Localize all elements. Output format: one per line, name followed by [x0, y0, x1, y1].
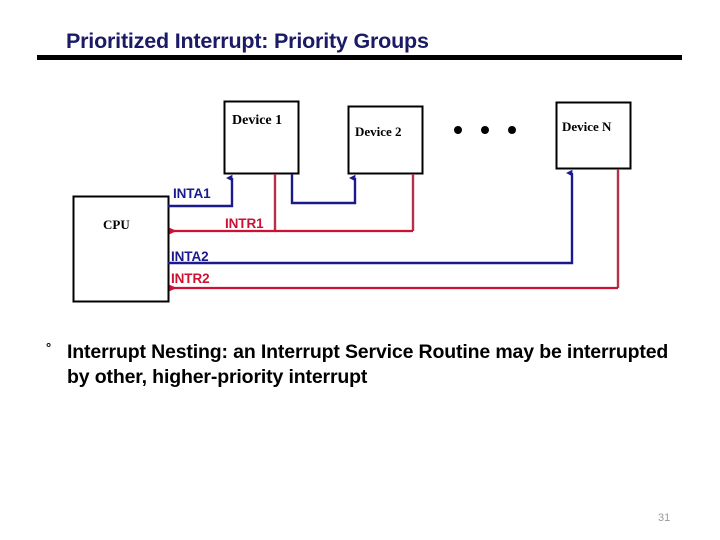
signal-label-intr1: INTR1 [225, 216, 264, 231]
wire-inta1-device1-to-device2 [290, 174, 357, 205]
box-cpu [72, 195, 170, 303]
page-number: 31 [658, 512, 671, 524]
bullet-item-text: Interrupt Nesting: an Interrupt Service … [67, 341, 669, 388]
wire-inta2-cpu-to-devicen [168, 169, 574, 265]
wire-inta1-cpu-to-device1 [168, 174, 234, 208]
ellipsis-dots [454, 126, 516, 134]
box-device-n [555, 101, 632, 170]
signal-label-intr2: INTR2 [171, 271, 210, 286]
bullet-marker-icon: ° [46, 340, 52, 355]
signal-label-inta2: INTA2 [171, 249, 209, 264]
box-label-device-2: Device 2 [355, 124, 402, 139]
page-title: Prioritized Interrupt: Priority Groups [66, 29, 429, 53]
box-label-device-1: Device 1 [232, 113, 283, 128]
signal-label-inta1: INTA1 [173, 186, 211, 201]
title-divider [37, 55, 682, 60]
box-label-cpu: CPU [103, 217, 130, 232]
box-device-2 [347, 105, 424, 175]
box-label-device-n: Device N [562, 119, 612, 134]
box-device-1 [223, 100, 300, 175]
